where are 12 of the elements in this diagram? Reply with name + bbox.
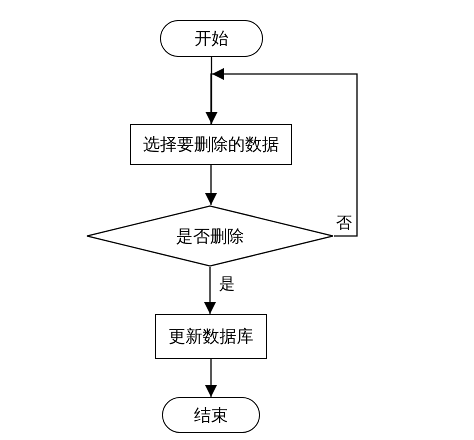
arrow (204, 267, 216, 314)
arrow (210, 68, 358, 237)
arrow (205, 165, 217, 205)
terminal-shape: 开始 (160, 20, 263, 57)
decision-diamond: 是否删除 (86, 205, 334, 267)
arrow (205, 359, 217, 397)
edge-label: 是 (218, 275, 236, 293)
terminal-shape: 结束 (162, 397, 260, 433)
arrow (206, 57, 218, 124)
process-box: 更新数据库 (155, 314, 267, 359)
edge-label: 否 (335, 214, 353, 232)
process-box: 选择要删除的数据 (130, 124, 292, 165)
